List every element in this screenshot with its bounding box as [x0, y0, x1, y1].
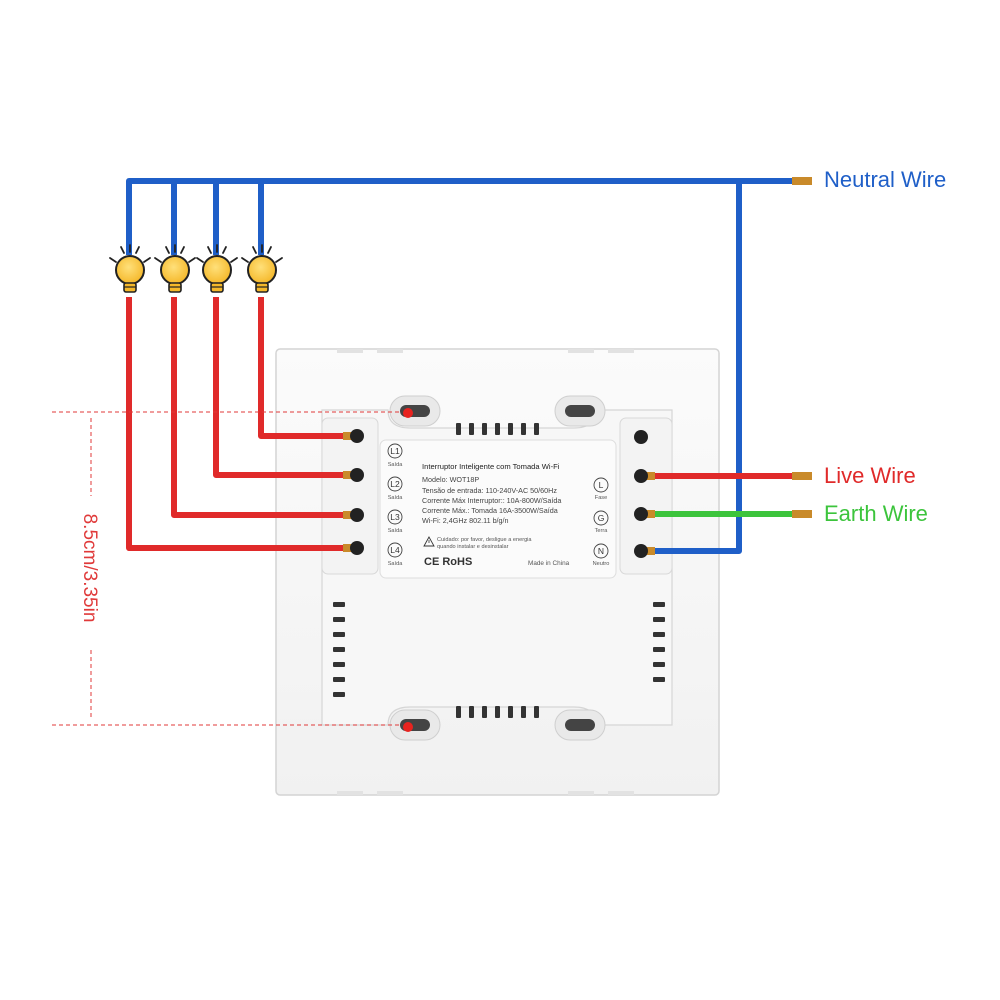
- spec-line: Corrente Máx.: Tomada 16A-3500W/Saída: [422, 506, 558, 515]
- spec-line: Tensão de entrada: 110-240V-AC 50/60Hz: [422, 486, 557, 495]
- terminal-label: Saída: [388, 462, 404, 468]
- left-terminal-markings: L1 Saída L2 Saída L3 Saída L4 Saída: [387, 443, 404, 567]
- lightbulb-icon: [196, 244, 238, 293]
- device-label: Interruptor Inteligente com Tomada Wi-Fi…: [422, 462, 570, 568]
- switch-back-plate: [275, 348, 720, 796]
- certification-marks: CE RoHS: [424, 556, 472, 568]
- neutral-wire-label: Neutral Wire: [824, 167, 946, 192]
- terminal-label: Saída: [388, 528, 404, 534]
- terminal-label: Neutro: [593, 561, 610, 567]
- right-terminal-markings: L Fase G Terra N Neutro: [593, 477, 610, 567]
- spec-line: Corrente Máx Interruptor:: 10A-800W/Saíd…: [422, 496, 561, 505]
- lamp-output-wires: [126, 297, 345, 551]
- terminal-letter: L3: [390, 512, 400, 522]
- lightbulb-icon: [109, 244, 151, 293]
- terminal-label: Terra: [595, 528, 609, 534]
- lightbulb-icon: [154, 244, 196, 293]
- dimension-indicator: 8.5cm/3.35in: [52, 411, 400, 726]
- terminal-label: Fase: [595, 495, 607, 501]
- supply-wires: [655, 472, 812, 518]
- terminal-letter: L: [599, 480, 604, 490]
- spec-line: Wi-Fi: 2,4GHz 802.11 b/g/n: [422, 516, 509, 525]
- spec-line: Modelo: WOT18P: [422, 475, 479, 484]
- earth-wire-label: Earth Wire: [824, 501, 928, 526]
- dimension-label: 8.5cm/3.35in: [79, 514, 100, 623]
- warning-icon: [423, 536, 435, 547]
- terminal-label: Saída: [388, 561, 404, 567]
- terminal-letter: L1: [390, 446, 400, 456]
- terminal-letter: N: [598, 546, 604, 556]
- warning-text: quando instalar e desinstalar: [437, 544, 509, 550]
- terminal-label: Saída: [388, 495, 404, 501]
- terminal-letter: L2: [390, 479, 400, 489]
- terminal-letter: L4: [390, 545, 400, 555]
- origin-text: Made in China: [528, 560, 570, 567]
- terminal-screws: [343, 429, 655, 558]
- light-bulbs: [109, 244, 283, 293]
- lightbulb-icon: [241, 244, 283, 293]
- device-title: Interruptor Inteligente com Tomada Wi-Fi: [422, 462, 560, 471]
- live-wire-label: Live Wire: [824, 463, 916, 488]
- warning-text: Cuidado: por favor, desligue a energia: [437, 537, 532, 543]
- terminal-letter: G: [598, 513, 605, 523]
- neutral-wire-network: [126, 177, 812, 554]
